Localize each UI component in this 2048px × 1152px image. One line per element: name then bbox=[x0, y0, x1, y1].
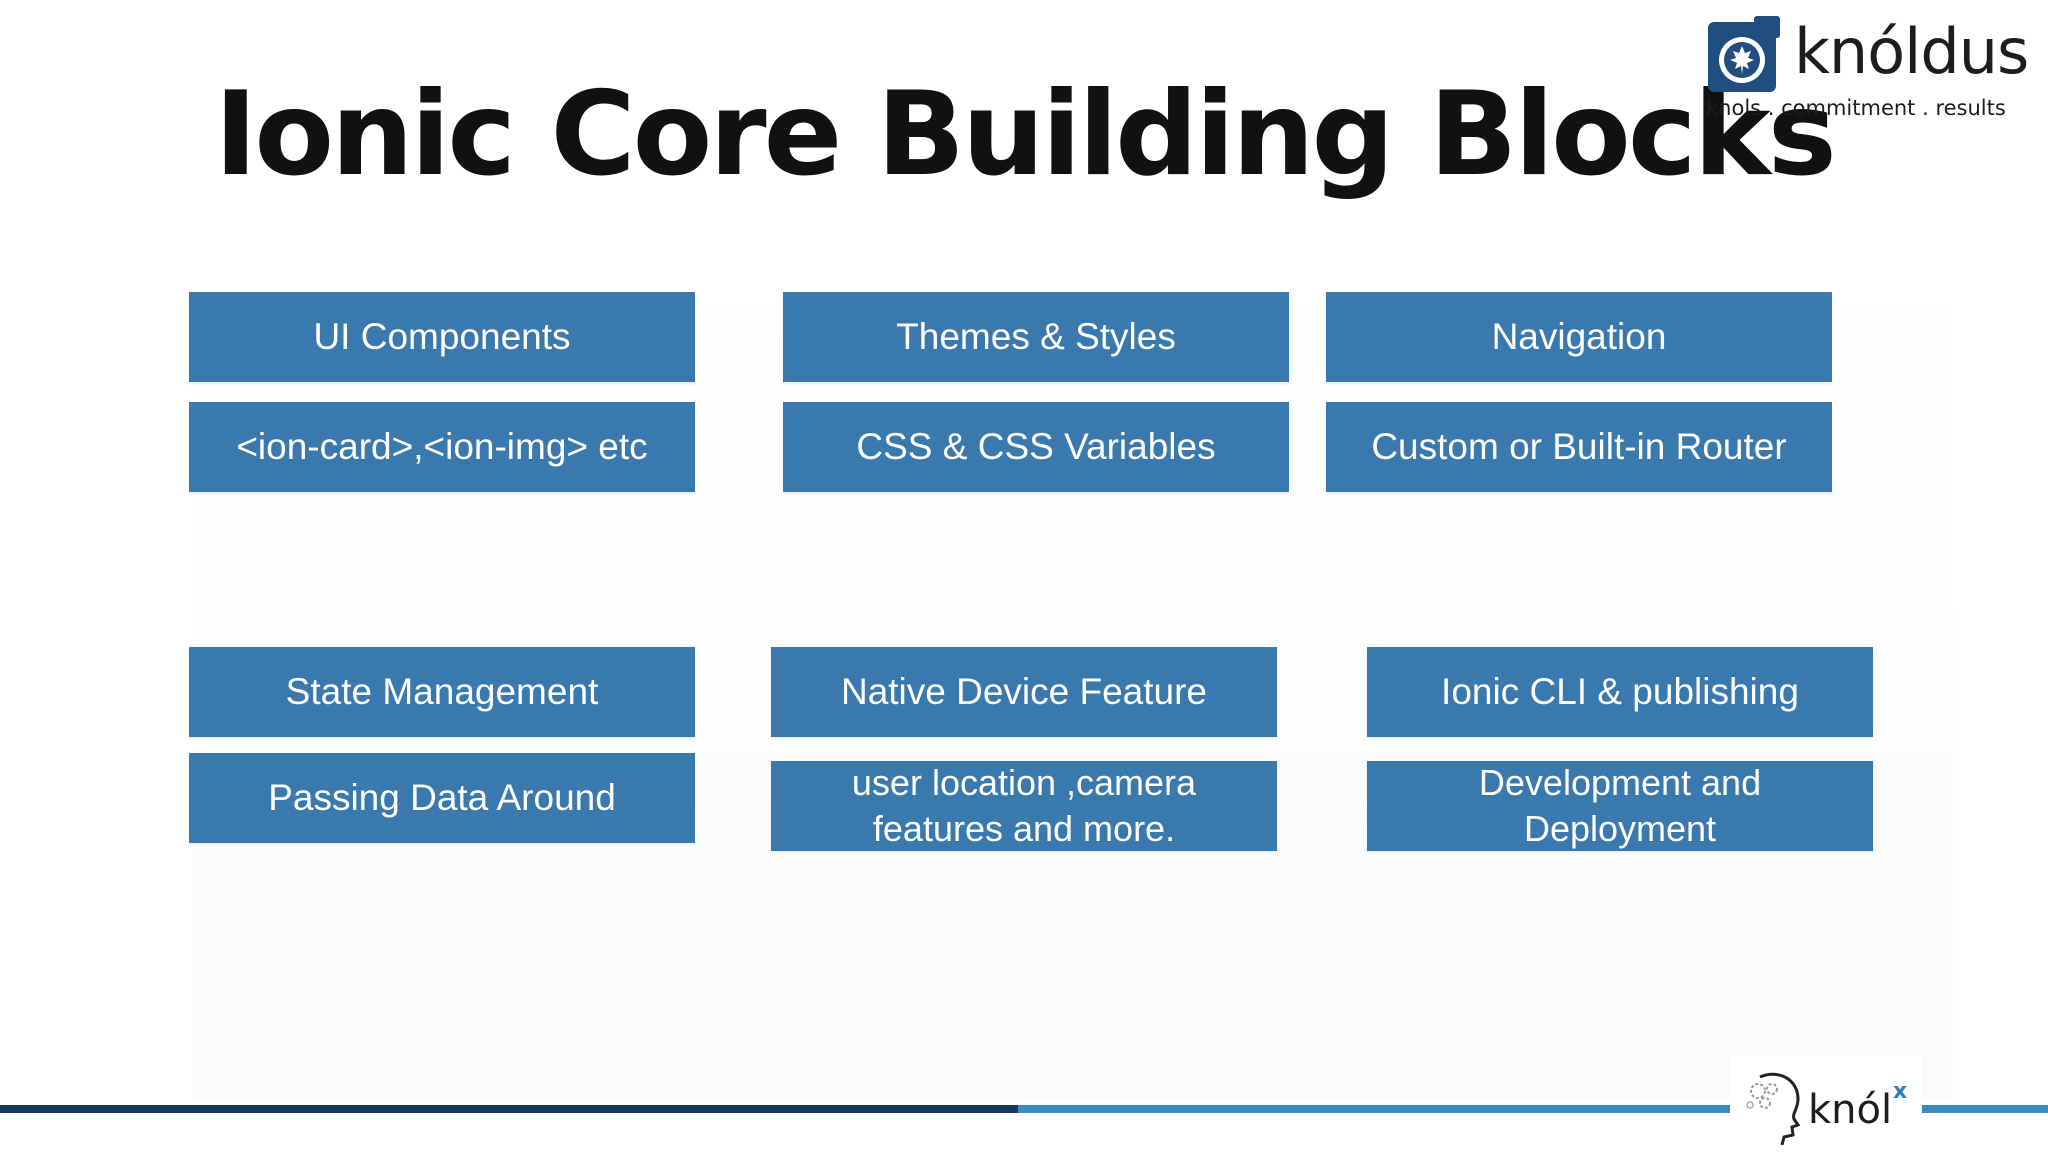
block-heading-label: Native Device Feature bbox=[840, 671, 1208, 712]
block-heading-themes-styles: Themes & Styles bbox=[783, 292, 1289, 382]
block-detail-native-device-feature: user location ,camera features and more. bbox=[771, 761, 1277, 851]
block-heading-label: UI Components bbox=[313, 316, 571, 357]
block-detail-state-management: Passing Data Around bbox=[189, 753, 695, 843]
block-heading-ionic-cli-publishing: Ionic CLI & publishing bbox=[1367, 647, 1873, 737]
brand-name: knóldus bbox=[1794, 15, 2029, 88]
block-detail-navigation: Custom or Built-in Router bbox=[1326, 402, 1832, 492]
bottom-bar-light-segment bbox=[1018, 1105, 2048, 1113]
block-heading-label: Navigation bbox=[1491, 316, 1667, 357]
block-detail-label: Development and Deployment bbox=[1478, 762, 1762, 849]
block-heading-navigation: Navigation bbox=[1326, 292, 1832, 382]
brand-logo: knóldus knols . commitment . results bbox=[1706, 14, 2029, 124]
block-heading-native-device-feature: Native Device Feature bbox=[771, 647, 1277, 737]
bottom-bar-dark-segment bbox=[0, 1105, 1018, 1113]
knoldus-maple-leaf-icon bbox=[1708, 16, 1782, 92]
knolx-logo: knól x bbox=[1730, 1055, 1922, 1152]
block-detail-label: <ion-card>,<ion-img> etc bbox=[236, 426, 648, 467]
block-detail-label: user location ,camera features and more. bbox=[851, 762, 1197, 849]
block-heading-ui-components: UI Components bbox=[189, 292, 695, 382]
block-heading-label: Themes & Styles bbox=[896, 316, 1176, 357]
brand-tagline: knols . commitment . results bbox=[1706, 96, 2006, 120]
block-detail-label: Custom or Built-in Router bbox=[1371, 426, 1787, 467]
block-detail-themes-styles: CSS & CSS Variables bbox=[783, 402, 1289, 492]
block-heading-state-management: State Management bbox=[189, 647, 695, 737]
block-heading-label: State Management bbox=[285, 671, 599, 712]
block-detail-ionic-cli-publishing: Development and Deployment bbox=[1367, 761, 1873, 851]
block-detail-ui-components: <ion-card>,<ion-img> etc bbox=[189, 402, 695, 492]
thinking-head-gears-icon bbox=[1738, 1065, 1808, 1146]
knolx-name: knól bbox=[1808, 1087, 1893, 1133]
knolx-superscript: x bbox=[1893, 1079, 1908, 1104]
block-detail-label: Passing Data Around bbox=[268, 777, 616, 818]
block-detail-label: CSS & CSS Variables bbox=[856, 426, 1216, 467]
slide-title: Ionic Core Building Blocks bbox=[214, 67, 1837, 202]
block-heading-label: Ionic CLI & publishing bbox=[1441, 671, 1799, 712]
